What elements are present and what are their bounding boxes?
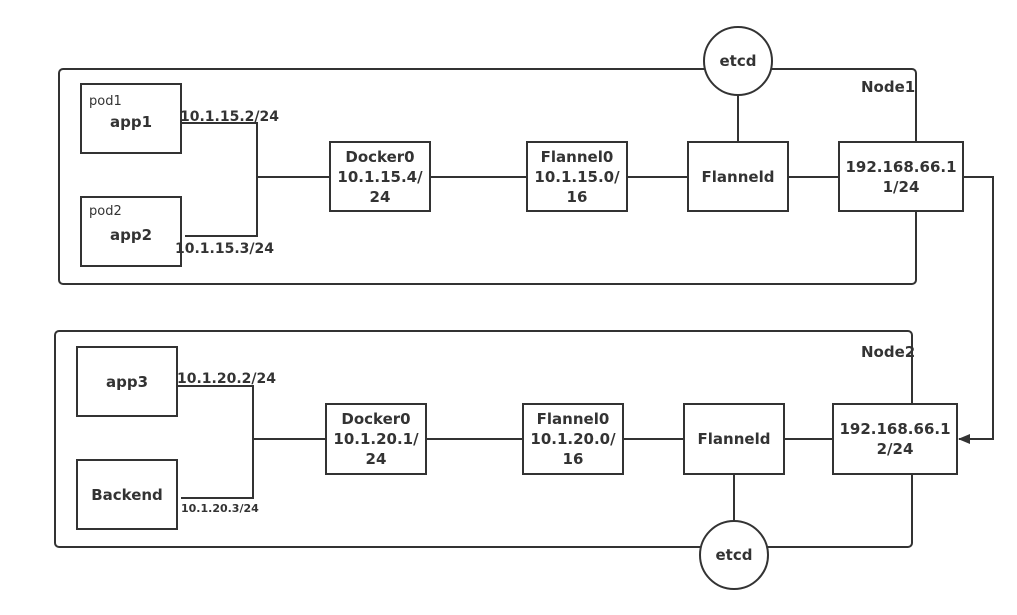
- node1-etcd-label: etcd: [719, 52, 757, 70]
- node1-flannel0-label: Flannel0 10.1.15.0/ 16: [534, 147, 620, 206]
- node2-flanneld-label: Flanneld: [697, 430, 771, 448]
- node1-title: Node1: [861, 78, 916, 96]
- pod2-tag: pod2: [89, 204, 122, 219]
- node1-eth-label: 192.168.66.1 1/24: [845, 157, 957, 196]
- node2-etcd-label: etcd: [715, 546, 753, 564]
- node1-pod2-box: [80, 196, 182, 267]
- pod1-ip: 10.1.15.2/24: [180, 109, 279, 125]
- app3-ip: 10.1.20.2/24: [177, 371, 276, 387]
- node1-etcd-circle: [703, 26, 773, 96]
- node2-docker0-label: Docker0 10.1.20.1/ 24: [333, 410, 419, 468]
- node1-flanneld-label: Flanneld: [701, 167, 775, 186]
- node2-backend-box: [76, 459, 178, 530]
- app3-link: [177, 385, 254, 499]
- node2-flannel0-box: [522, 403, 624, 475]
- node1-docker0-label: Docker0 10.1.15.4/ 24: [337, 147, 423, 206]
- node2-eth-label: 192.168.66.1 2/24: [839, 420, 951, 458]
- node2-flanneld-box: [683, 403, 785, 475]
- node2-etcd-circle: [699, 520, 769, 590]
- pod1-link: [181, 122, 258, 237]
- node2-title: Node2: [861, 343, 916, 361]
- node1-docker0-box: [329, 141, 431, 212]
- backend-ip: 10.1.20.3/24: [181, 502, 259, 515]
- pod1-tag: pod1: [89, 94, 122, 109]
- node1-flannel0-box: [526, 141, 628, 212]
- app3-name: app3: [105, 373, 149, 391]
- node1-flanneld-box: [687, 141, 789, 212]
- node2-app3-box: [76, 346, 178, 417]
- pod1-name: app1: [109, 113, 153, 131]
- node1-eth-box: [838, 141, 964, 212]
- pod2-name: app2: [109, 226, 153, 244]
- pod2-ip: 10.1.15.3/24: [175, 241, 274, 257]
- node2-eth-box: [832, 403, 958, 475]
- node2-flannel0-label: Flannel0 10.1.20.0/ 16: [530, 410, 616, 468]
- backend-name: Backend: [91, 486, 163, 504]
- node2-docker0-box: [325, 403, 427, 475]
- cross-node-link: [958, 176, 994, 444]
- node1-pod1-box: [80, 83, 182, 154]
